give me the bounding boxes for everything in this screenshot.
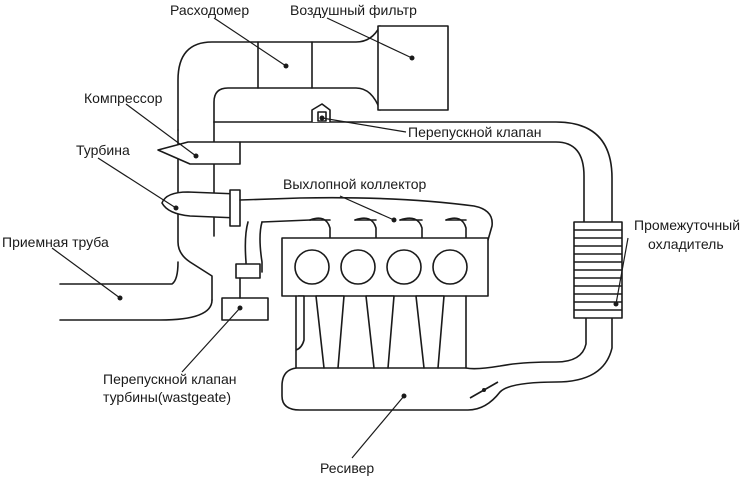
exhaust-manifold bbox=[239, 196, 493, 241]
label-downpipe: Приемная труба bbox=[2, 234, 109, 250]
label-wastegate-line2: турбины(wastgeate) bbox=[103, 389, 231, 405]
runner-3 bbox=[415, 295, 445, 369]
runner-2 bbox=[365, 295, 395, 369]
label-exhaust-manifold: Выхлопной коллектор bbox=[283, 176, 427, 192]
label-flow-meter: Расходомер bbox=[170, 2, 249, 18]
cylinder-2 bbox=[340, 249, 376, 285]
label-air-filter: Воздушный фильтр bbox=[290, 2, 417, 18]
cylinder-1 bbox=[294, 249, 330, 285]
label-intercooler-line1: Промежуточный bbox=[634, 217, 740, 233]
runner-1 bbox=[315, 295, 345, 369]
charge-pipe bbox=[213, 121, 613, 223]
wastegate-part bbox=[221, 221, 269, 321]
label-wastegate-line1: Перепускной клапан bbox=[103, 371, 237, 387]
throttle-valve bbox=[469, 381, 499, 399]
label-intercooler-line2: охладитель bbox=[648, 236, 724, 252]
turbine-housing bbox=[161, 191, 239, 219]
label-bypass-valve: Перепускной клапан bbox=[408, 124, 542, 140]
label-compressor: Компрессор bbox=[84, 90, 163, 106]
intercooler bbox=[573, 221, 623, 319]
label-turbine: Турбина bbox=[76, 142, 130, 158]
downpipe bbox=[59, 261, 213, 321]
leader-dots bbox=[117, 55, 619, 399]
label-receiver: Ресивер bbox=[320, 460, 374, 476]
compressor-housing bbox=[157, 141, 241, 165]
air-filter-box bbox=[377, 25, 449, 111]
cylinder-4 bbox=[432, 249, 468, 285]
leader-lines bbox=[51, 17, 629, 459]
cylinder-3 bbox=[386, 249, 422, 285]
receiver-plenum bbox=[281, 295, 613, 411]
turbine-flange bbox=[229, 189, 241, 227]
runner-4 bbox=[295, 295, 305, 351]
